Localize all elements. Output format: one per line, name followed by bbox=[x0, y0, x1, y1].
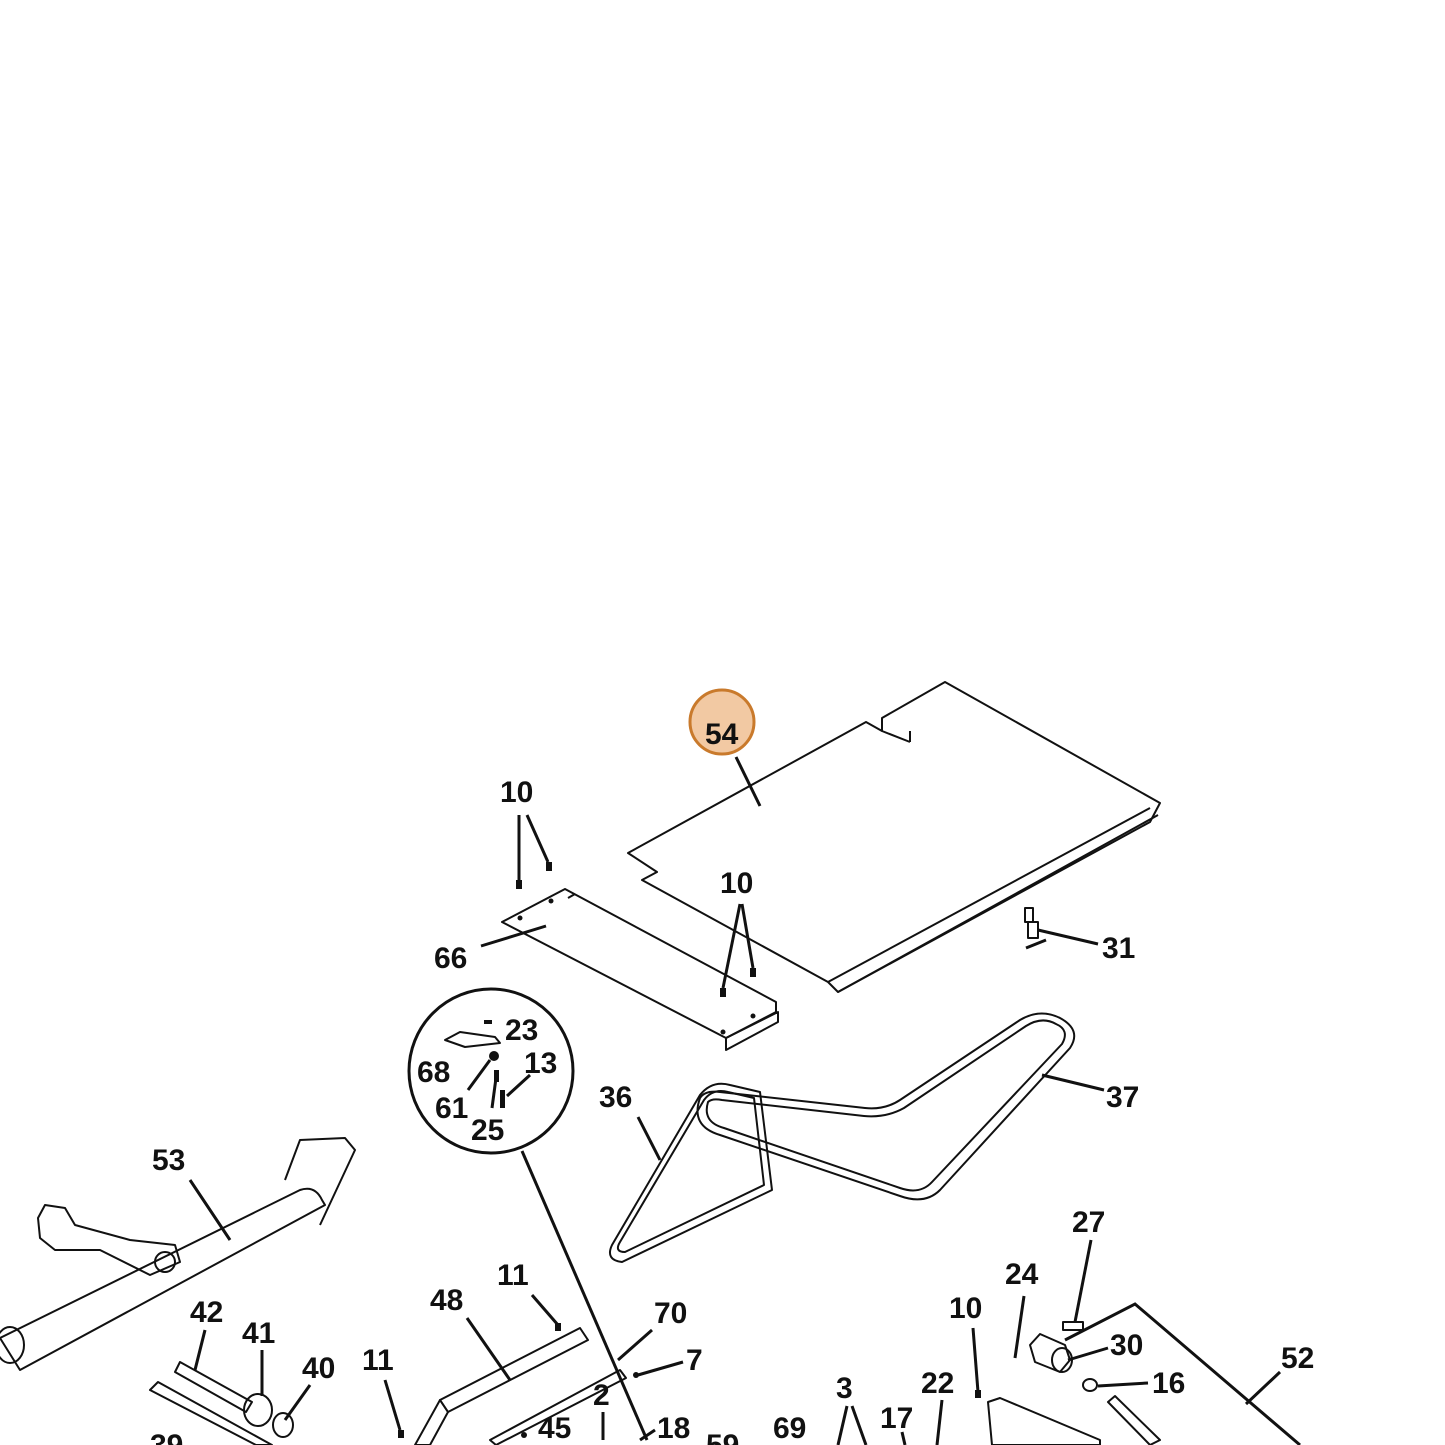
part-27 bbox=[1062, 1321, 1084, 1331]
callout-27[interactable]: 27 bbox=[1072, 1206, 1105, 1239]
callout-36[interactable]: 36 bbox=[599, 1081, 632, 1114]
callout-69[interactable]: 69 bbox=[773, 1412, 806, 1445]
bolt-10-a bbox=[516, 880, 522, 889]
callout-2[interactable]: 2 bbox=[593, 1379, 610, 1412]
callout-17[interactable]: 17 bbox=[880, 1402, 913, 1435]
callout-52[interactable]: 52 bbox=[1281, 1342, 1314, 1375]
part-42-bar bbox=[149, 1361, 273, 1445]
leader-17 bbox=[900, 1431, 907, 1445]
callout-30[interactable]: 30 bbox=[1110, 1329, 1143, 1362]
callout-10-right[interactable]: 10 bbox=[949, 1292, 982, 1325]
leader-10-top-b bbox=[525, 814, 550, 863]
leader-10-right bbox=[971, 1327, 980, 1393]
leader-36 bbox=[636, 1116, 662, 1161]
part-37-belt bbox=[696, 1012, 1076, 1201]
leader-52 bbox=[1244, 1370, 1282, 1406]
callout-54-selected[interactable]: 54 bbox=[688, 688, 756, 756]
leader-61 bbox=[490, 1077, 498, 1109]
bolt-10-b bbox=[546, 862, 552, 871]
bolt-10-c bbox=[720, 988, 726, 997]
part-53-axle bbox=[0, 1137, 356, 1371]
callout-11-left[interactable]: 11 bbox=[362, 1344, 394, 1377]
callout-22[interactable]: 22 bbox=[921, 1367, 954, 1400]
callout-39[interactable]: 39 bbox=[150, 1429, 183, 1445]
callout-10-mid[interactable]: 10 bbox=[720, 867, 753, 900]
leader-24 bbox=[1013, 1295, 1026, 1359]
part-66-plate bbox=[501, 888, 779, 1051]
part-41-hub bbox=[243, 1393, 294, 1438]
callout-24[interactable]: 24 bbox=[1005, 1258, 1039, 1291]
leader-37 bbox=[1041, 1073, 1105, 1092]
callout-25[interactable]: 25 bbox=[471, 1114, 504, 1147]
leader-3-a bbox=[836, 1405, 849, 1445]
leader-48 bbox=[465, 1317, 512, 1381]
part-36-belt bbox=[609, 1082, 773, 1263]
callout-68[interactable]: 68 bbox=[417, 1056, 450, 1089]
callout-40[interactable]: 40 bbox=[302, 1352, 335, 1385]
callout-54-label: 54 bbox=[705, 718, 739, 751]
part-16 bbox=[1082, 1378, 1098, 1392]
callout-10-top[interactable]: 10 bbox=[500, 776, 533, 809]
callout-70[interactable]: 70 bbox=[654, 1297, 687, 1330]
leader-30 bbox=[1067, 1346, 1109, 1362]
leader-22 bbox=[935, 1399, 944, 1445]
callout-3[interactable]: 3 bbox=[836, 1372, 853, 1405]
part-22-bracket bbox=[987, 1397, 1101, 1445]
callout-37[interactable]: 37 bbox=[1106, 1081, 1139, 1114]
leader-10-mid-a bbox=[721, 903, 742, 989]
part-52-frame bbox=[1064, 1302, 1301, 1445]
leader-7 bbox=[637, 1360, 684, 1377]
leader-13 bbox=[505, 1073, 532, 1098]
callout-54-highlight-circle bbox=[688, 688, 756, 756]
callout-53[interactable]: 53 bbox=[152, 1144, 185, 1177]
part-31-latch bbox=[1024, 907, 1047, 950]
leader-40 bbox=[283, 1384, 312, 1421]
callout-66[interactable]: 66 bbox=[434, 942, 467, 975]
part-54-panel bbox=[627, 681, 1161, 993]
part-70-strip bbox=[489, 1369, 627, 1445]
leader-66 bbox=[480, 924, 547, 948]
callout-59[interactable]: 59 bbox=[706, 1429, 739, 1445]
bolt-10-d bbox=[750, 968, 756, 977]
detail-view-circle bbox=[407, 987, 575, 1155]
callout-61[interactable]: 61 bbox=[435, 1092, 468, 1125]
leader-31 bbox=[1037, 928, 1099, 946]
leader-68 bbox=[466, 1059, 492, 1091]
leader-3-b bbox=[850, 1405, 868, 1445]
leader-detail-to-18 bbox=[520, 1150, 649, 1441]
part-48-plate bbox=[414, 1327, 589, 1445]
callout-13[interactable]: 13 bbox=[524, 1047, 557, 1080]
leader-42 bbox=[193, 1329, 207, 1371]
callout-11-top[interactable]: 11 bbox=[497, 1259, 529, 1292]
callout-31[interactable]: 31 bbox=[1102, 932, 1135, 965]
callout-42[interactable]: 42 bbox=[190, 1296, 223, 1329]
leader-10-mid-b bbox=[740, 903, 755, 969]
callout-16[interactable]: 16 bbox=[1152, 1367, 1185, 1400]
leader-27 bbox=[1073, 1239, 1093, 1323]
callout-18[interactable]: 18 bbox=[657, 1412, 690, 1445]
leader-11-left bbox=[383, 1379, 402, 1431]
callout-41[interactable]: 41 bbox=[242, 1317, 275, 1350]
leader-18 bbox=[639, 1428, 656, 1442]
callout-48[interactable]: 48 bbox=[430, 1284, 463, 1317]
leader-70 bbox=[617, 1328, 653, 1362]
callout-7[interactable]: 7 bbox=[686, 1344, 703, 1377]
callout-45[interactable]: 45 bbox=[538, 1412, 571, 1445]
leader-11-top bbox=[530, 1294, 560, 1326]
leader-54 bbox=[734, 756, 762, 807]
leader-16 bbox=[1097, 1381, 1149, 1388]
callout-23[interactable]: 23 bbox=[505, 1014, 538, 1047]
leader-53 bbox=[188, 1179, 232, 1241]
